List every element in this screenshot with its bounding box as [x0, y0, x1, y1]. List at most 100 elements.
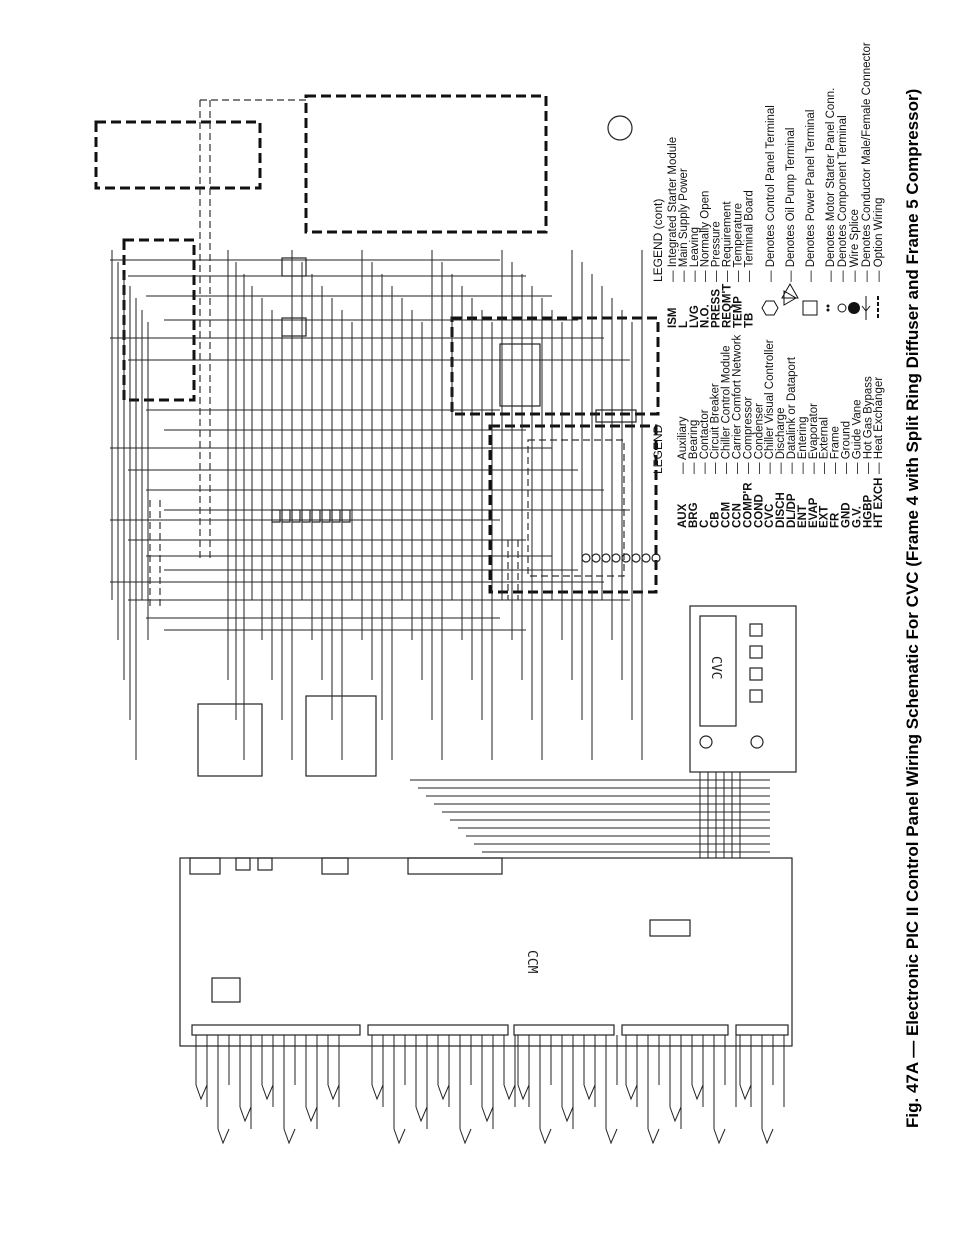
ccm-terminal-strips — [189, 857, 789, 1036]
ccm-label: CCM — [524, 950, 539, 974]
legend-symbol-desc: — Denotes Oil Pump Terminal — [785, 128, 797, 282]
wire-bundle-horizontal — [110, 259, 770, 853]
legend-cont-abbr: TEMP — [732, 296, 744, 328]
diffuser-actuator-box — [197, 703, 263, 777]
guide-vane-actuator-box — [305, 695, 377, 777]
legend-desc: — Entering — [797, 416, 809, 474]
legend-desc: — Chiller Control Module — [721, 346, 733, 474]
hexagon-icon — [761, 300, 779, 316]
legend-cont-abbr: N.O. — [700, 304, 712, 328]
legend-cont-heading: LEGEND (cont) — [651, 199, 665, 282]
legend-cont-abbr: PRESS — [711, 289, 723, 328]
legend-cont-abbr: ISM — [667, 308, 679, 328]
sensor-element — [481, 1106, 494, 1123]
legend-desc: — Ground — [841, 421, 853, 474]
legend-abbr: HT EXCH — [873, 478, 885, 528]
legend-symbol-desc: — Denotes Motor Starter Panel Conn. — [825, 88, 837, 282]
sensor-element — [517, 1084, 530, 1101]
legend-symbol-desc: — Option Wiring — [873, 198, 885, 282]
datalink-dataport-option-box — [450, 316, 660, 416]
legend-abbr: COND — [753, 494, 765, 528]
sensor-element — [459, 1128, 472, 1145]
sensor-element — [691, 1084, 704, 1101]
legend-heading: LEGEND — [651, 424, 665, 474]
triangle-icon — [781, 282, 799, 306]
legend-desc: — Guide Vane — [851, 399, 863, 474]
legend-cont-abbr: REQM'T — [722, 284, 734, 328]
connector-terminal — [581, 553, 591, 563]
legend-desc: — Auxiliary — [677, 416, 689, 474]
hgbp-solenoid-option-box — [304, 94, 548, 234]
open-circle-icon — [837, 303, 847, 313]
legend-desc: — Frame — [830, 426, 842, 474]
legend-desc: — Contactor — [699, 409, 711, 474]
legend-cont-desc: — Integrated Starter Module — [667, 137, 679, 282]
legend-desc: — Heat Exchanger — [873, 377, 885, 474]
cvc-controller-box — [689, 605, 797, 773]
legend-abbr: CCM — [721, 502, 733, 528]
connector-terminal — [591, 553, 601, 563]
legend-cont-desc: — Main Supply Power — [678, 168, 690, 282]
legend-cont-abbr: LVG — [689, 305, 701, 328]
sensor-element — [713, 1128, 726, 1145]
hot-gas-bypass-option-box — [94, 120, 262, 190]
sensor-element — [761, 1128, 774, 1145]
sensor-element — [583, 1084, 596, 1101]
legend-desc: — Bearing — [688, 420, 700, 474]
legend-abbr: ENT — [797, 505, 809, 528]
legend-symbol-desc: — Denotes Control Panel Terminal — [765, 105, 777, 282]
legend-symbol-desc: — Denotes Conductor Male/Female Connecto… — [861, 42, 873, 282]
wiring-schematic: CCM CVC — [94, 94, 797, 1145]
sensor-element — [283, 1128, 296, 1145]
legend-abbr: DISCH — [775, 492, 787, 528]
legend-abbr: EXT — [819, 506, 831, 528]
sensor-element — [437, 1084, 450, 1101]
legend-symbol-desc: — Denotes Power Panel Terminal — [805, 110, 817, 282]
legend-symbol-desc: — Denotes Component Terminal — [837, 115, 849, 282]
figure-title: Fig. 47A — Electronic PIC II Control Pan… — [903, 89, 922, 1128]
double-dot-icon — [826, 304, 830, 312]
legend-cont-abbr: L — [678, 321, 690, 328]
connector-terminal — [621, 553, 631, 563]
legend-abbr: C — [699, 520, 711, 528]
cvc-label: CVC — [708, 656, 723, 679]
legend-abbr: GND — [841, 502, 853, 528]
legend-abbr: COMP'R — [742, 482, 754, 528]
legend-abbr: CCN — [732, 503, 744, 528]
legend-cont-desc: — Terminal Board — [743, 190, 755, 282]
legend-abbr: CVC — [764, 504, 776, 528]
datalink-inner-box — [527, 439, 625, 577]
legend-desc: — Circuit Breaker — [710, 383, 722, 474]
sensor-element — [371, 1084, 384, 1101]
legend-desc: — Hot Gas Bypass — [862, 376, 874, 474]
sensor-element — [625, 1084, 638, 1101]
connector-terminal — [611, 553, 621, 563]
connector-terminal — [641, 553, 651, 563]
legend-abbr: AUX — [677, 503, 689, 528]
legend-symbol-desc: — Wire Splice — [849, 209, 861, 282]
oil-pump-motor — [607, 115, 633, 141]
sensor-element — [539, 1128, 552, 1145]
legend-abbr: FR — [830, 512, 842, 528]
legend-cont-desc: — Requirement — [722, 201, 734, 282]
legend-cont-desc: — Pressure — [711, 221, 723, 282]
option-wiring-runs — [149, 99, 519, 606]
legend-abbr: DL/DP — [786, 493, 798, 528]
connector-terminal — [631, 553, 641, 563]
legend-desc: — External — [819, 417, 831, 474]
connector-terminal — [601, 553, 611, 563]
legend-desc: — Condenser — [753, 403, 765, 474]
sensor-element — [561, 1106, 574, 1123]
sensor-element — [669, 1106, 682, 1123]
legend-abbr: EVAP — [808, 497, 820, 528]
square-icon — [802, 300, 818, 316]
sensor-element — [647, 1128, 660, 1145]
connector-icon — [861, 296, 871, 320]
sensor-element — [393, 1128, 406, 1145]
cvc-keypad — [699, 623, 764, 749]
legend-desc: — Compressor — [742, 397, 754, 474]
sensor-element — [195, 1084, 208, 1101]
legend-desc: — Discharge — [775, 408, 787, 474]
ccm-module-box — [179, 857, 793, 1047]
